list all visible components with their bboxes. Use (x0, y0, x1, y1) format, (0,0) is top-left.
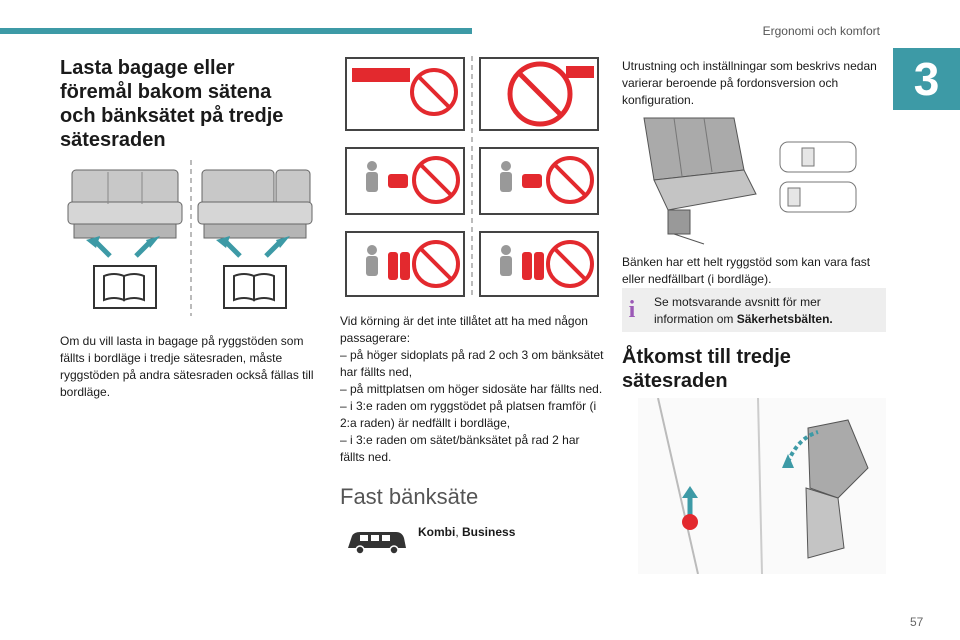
header-accent-bar (0, 28, 472, 34)
bench-right-illustration (197, 169, 313, 239)
third-row-access-illustration (638, 398, 886, 574)
bench-seat-illustration (643, 117, 757, 245)
bench-left-illustration (67, 169, 183, 239)
van-icon (344, 528, 408, 556)
van-top-view-icon (779, 141, 857, 213)
arrow-icons (86, 236, 290, 258)
paragraph-load-luggage: Om du vill lasta in bagage på ryggstöden… (60, 334, 314, 399)
seat-fold-illustration (60, 158, 322, 318)
paragraph-passenger-rules: Vid körning är det inte tillåtet att ha … (340, 314, 604, 464)
info-icon: i (628, 297, 636, 323)
passenger-restriction-grid (344, 56, 600, 298)
lever-arrow-icon (682, 486, 698, 530)
section-title: Ergonomi och komfort (762, 24, 880, 38)
info-link-seat-belts[interactable]: Säkerhetsbälten. (736, 312, 833, 326)
chapter-tab: 3 (893, 48, 960, 110)
heading-fixed-bench: Fast bänksäte (340, 484, 479, 509)
manual-book-icon (93, 265, 287, 309)
fold-motion-arrow-icon (782, 430, 819, 468)
bench-illustration (634, 110, 868, 246)
paragraph-equipment: Utrustning och inställningar som beskriv… (622, 59, 877, 107)
info-note-text: Se motsvarande avsnitt för mer informati… (654, 295, 833, 326)
heading-load-luggage: Lasta bagage eller föremål bakom sätena … (60, 57, 284, 151)
heading-third-row-access: Åtkomst till tredje sätesraden (622, 346, 791, 392)
page-number: 57 (910, 615, 924, 629)
paragraph-bench: Bänken har ett helt ryggstöd som kan var… (622, 255, 871, 286)
info-note: i Se motsvarande avsnitt för mer informa… (622, 288, 886, 332)
folded-seat-illustration (805, 419, 869, 559)
variant-label: Kombi, Business (418, 525, 516, 539)
